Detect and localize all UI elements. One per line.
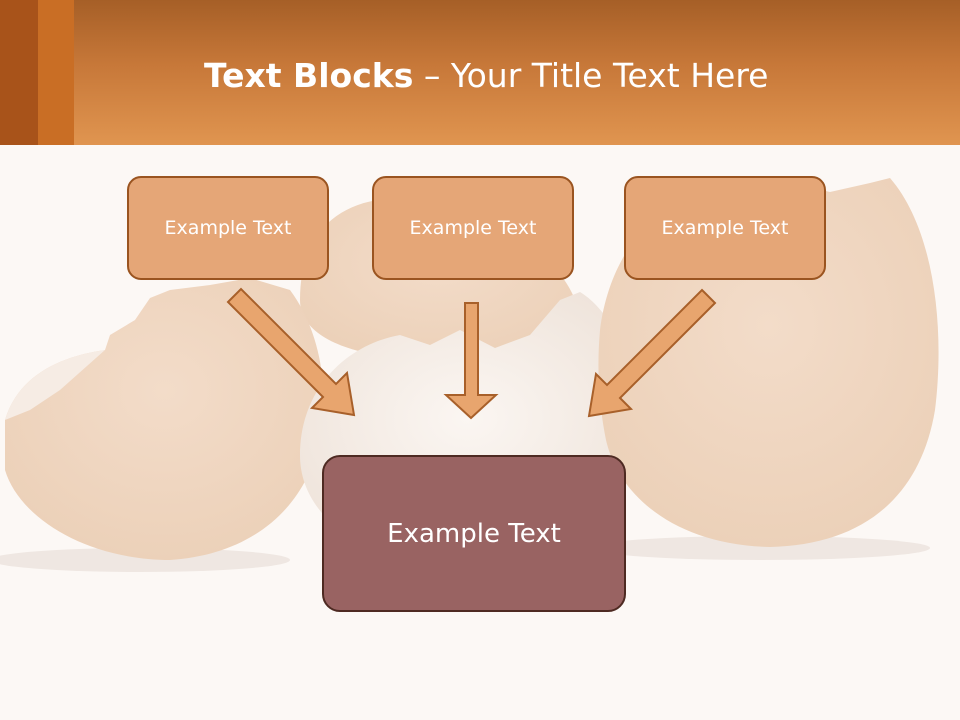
title-banner — [0, 0, 960, 145]
left-broken-eggshell — [5, 278, 324, 560]
slide-title-bold: Text Blocks — [204, 56, 414, 95]
text-block-1: Example Text — [127, 176, 329, 280]
main-text-block-label: Example Text — [387, 518, 561, 549]
egg-shadow — [0, 548, 290, 572]
text-block-label: Example Text — [661, 217, 789, 239]
main-text-block: Example Text — [322, 455, 626, 612]
banner-accent-stripe — [38, 0, 74, 145]
left-shell-inner-edge — [5, 350, 105, 420]
egg-shadow — [590, 536, 930, 560]
text-block-label: Example Text — [164, 217, 292, 239]
slide-title: Text Blocks – Your Title Text Here — [204, 52, 768, 100]
text-block-2: Example Text — [372, 176, 574, 280]
slide-title-rest: – Your Title Text Here — [413, 56, 769, 95]
text-block-3: Example Text — [624, 176, 826, 280]
banner-accent-stripe — [0, 0, 38, 145]
text-block-label: Example Text — [409, 217, 537, 239]
